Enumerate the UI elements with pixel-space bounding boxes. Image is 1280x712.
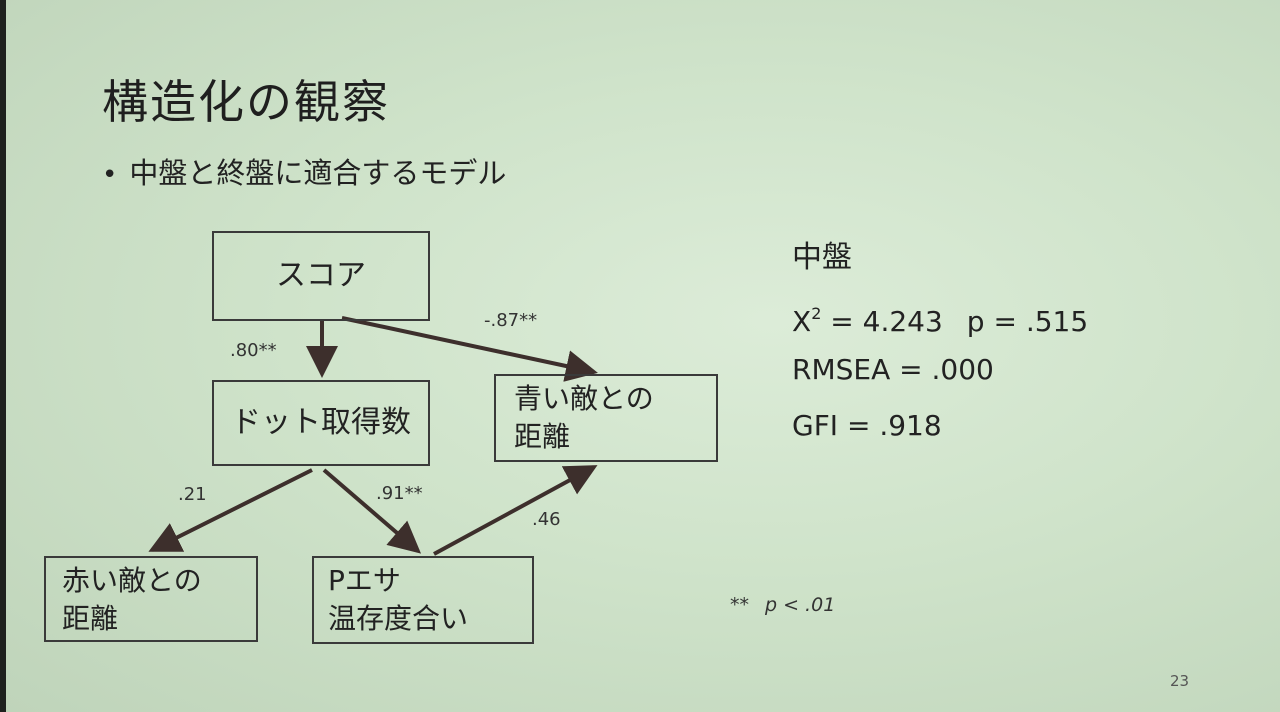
edge-label-score-dot-count: .80** xyxy=(230,340,277,361)
chi-square-row: X2 = 4.243 p = .515 xyxy=(792,286,1088,342)
significance-stars: ** xyxy=(730,594,749,616)
node-blue-enemy-label-line1: 青い敵との xyxy=(514,382,654,415)
chi-label: X xyxy=(792,305,812,338)
slide-title: 構造化の観察 xyxy=(102,75,390,129)
significance-text: p < .01 xyxy=(765,594,836,616)
arrow-power-pellet-to-blue-enemy xyxy=(433,465,598,556)
chi-superscript: 2 xyxy=(811,304,822,323)
edge-label-score-blue-enemy: -.87** xyxy=(484,310,538,331)
edge-label-power-pellet-blue-enemy: .46 xyxy=(532,509,561,530)
node-blue-enemy-label-line2: 距離 xyxy=(514,420,571,453)
p-value: p = .515 xyxy=(966,305,1089,338)
fit-statistics: 中盤 X2 = 4.243 p = .515 RMSEA = .000 GFI =… xyxy=(792,232,1088,454)
arrow-dot-count-to-red-enemy xyxy=(148,468,313,552)
page-number: 23 xyxy=(1170,672,1190,690)
node-dot-count: ドット取得数 xyxy=(212,380,430,466)
node-dot-count-label: ドット取得数 xyxy=(231,405,411,440)
bullet-marker: • xyxy=(102,160,118,190)
node-power-pellet-label-line2: 温存度合い xyxy=(328,602,469,635)
edge-label-dot-count-power-pellet: .91** xyxy=(376,483,423,504)
gfi-row: GFI = .918 xyxy=(792,409,942,442)
arrow-score-to-blue-enemy xyxy=(341,316,598,382)
bullet-text: 中盤と終盤に適合するモデル xyxy=(129,156,507,190)
bullet-item: • 中盤と終盤に適合するモデル xyxy=(102,150,506,192)
rmsea-row: RMSEA = .000 xyxy=(792,353,994,386)
node-power-pellet-reserve: Pエサ 温存度合い xyxy=(312,556,534,644)
slide: 構造化の観察 • 中盤と終盤に適合するモデル スコア ドット取得数 青い敵との 距… xyxy=(6,0,1280,712)
node-red-enemy-label-line1: 赤い敵との xyxy=(62,564,202,597)
edge-label-dot-count-red-enemy: .21 xyxy=(178,484,207,505)
node-score-label: スコア xyxy=(276,258,366,293)
node-red-enemy-distance: 赤い敵との 距離 xyxy=(44,556,258,642)
significance-note: ** p < .01 xyxy=(730,594,835,616)
fit-statistics-header: 中盤 xyxy=(792,240,852,275)
node-red-enemy-label-line2: 距離 xyxy=(62,602,119,635)
node-power-pellet-label-line1: Pエサ xyxy=(328,564,401,597)
node-blue-enemy-distance: 青い敵との 距離 xyxy=(494,374,718,462)
chi-value: = 4.243 xyxy=(821,305,943,338)
node-score: スコア xyxy=(212,231,430,321)
